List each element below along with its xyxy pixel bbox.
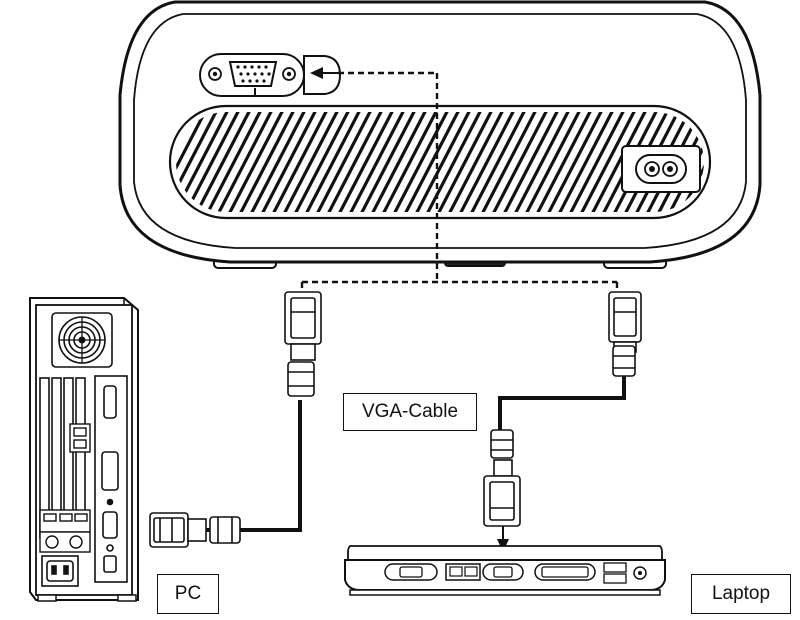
vent-slat [346,112,408,212]
pc-cable-ferrite [209,516,241,544]
pc-label: PC [157,574,219,614]
vent-slat [176,112,221,212]
vent-slat [500,112,562,212]
laptop-cable-bottom-connector [483,429,521,527]
vent-slat [214,112,276,212]
vent-slat [258,112,320,212]
power-socket-icon [621,145,701,193]
pc-cable-top-connector [284,291,322,397]
vent-slat [225,112,287,212]
vent-slat [423,112,485,212]
laptop-cable-top-connector [608,291,642,377]
projector-body-inner [133,13,747,249]
pc-io-panel [94,375,128,583]
vent-slat [390,112,452,212]
vent-slat [291,112,353,212]
vent-slat [247,112,309,212]
vga-cable-label: VGA-Cable [343,393,477,431]
vent-slat [412,112,474,212]
laptop [344,545,666,596]
vent-slat [335,112,397,212]
pc-vga-cable [206,400,302,532]
vent-slat [357,112,419,212]
laptop-label: Laptop [691,574,791,614]
vent-slat [368,112,430,212]
vent-slat [456,112,518,212]
vent-slat [203,112,265,212]
vent-slat [588,112,650,212]
arrow-left-icon [310,67,340,79]
vent-slat [379,112,441,212]
dashed-connection-lines [300,71,619,292]
pc-power-socket [41,555,79,587]
vent-slat [478,112,540,212]
projector-vent-slats [176,112,704,212]
vent-slat [269,112,331,212]
pc-vga-plug [149,512,207,548]
fan-icon [51,312,113,368]
vent-slat [176,112,210,212]
vent-slat [544,112,606,212]
vent-slat [324,112,386,212]
projector-vent-frame [168,104,712,220]
vent-slat [401,112,463,212]
vent-slat [302,112,364,212]
vga-port-icon [199,53,305,97]
vent-slat [522,112,584,212]
pc-usb-ports [39,509,91,553]
vent-slat [566,112,628,212]
vent-slat [445,112,507,212]
vent-slat [555,112,617,212]
vent-slat [577,112,639,212]
vent-slat [489,112,551,212]
vent-slat [467,112,529,212]
pc-network-port [69,423,91,453]
vent-slat [313,112,375,212]
vent-slat [434,112,496,212]
vent-slat [511,112,573,212]
vent-slat [236,112,298,212]
vent-slat [280,112,342,212]
vent-slat [533,112,595,212]
laptop-vga-cable [498,376,626,430]
vent-slat [192,112,254,212]
